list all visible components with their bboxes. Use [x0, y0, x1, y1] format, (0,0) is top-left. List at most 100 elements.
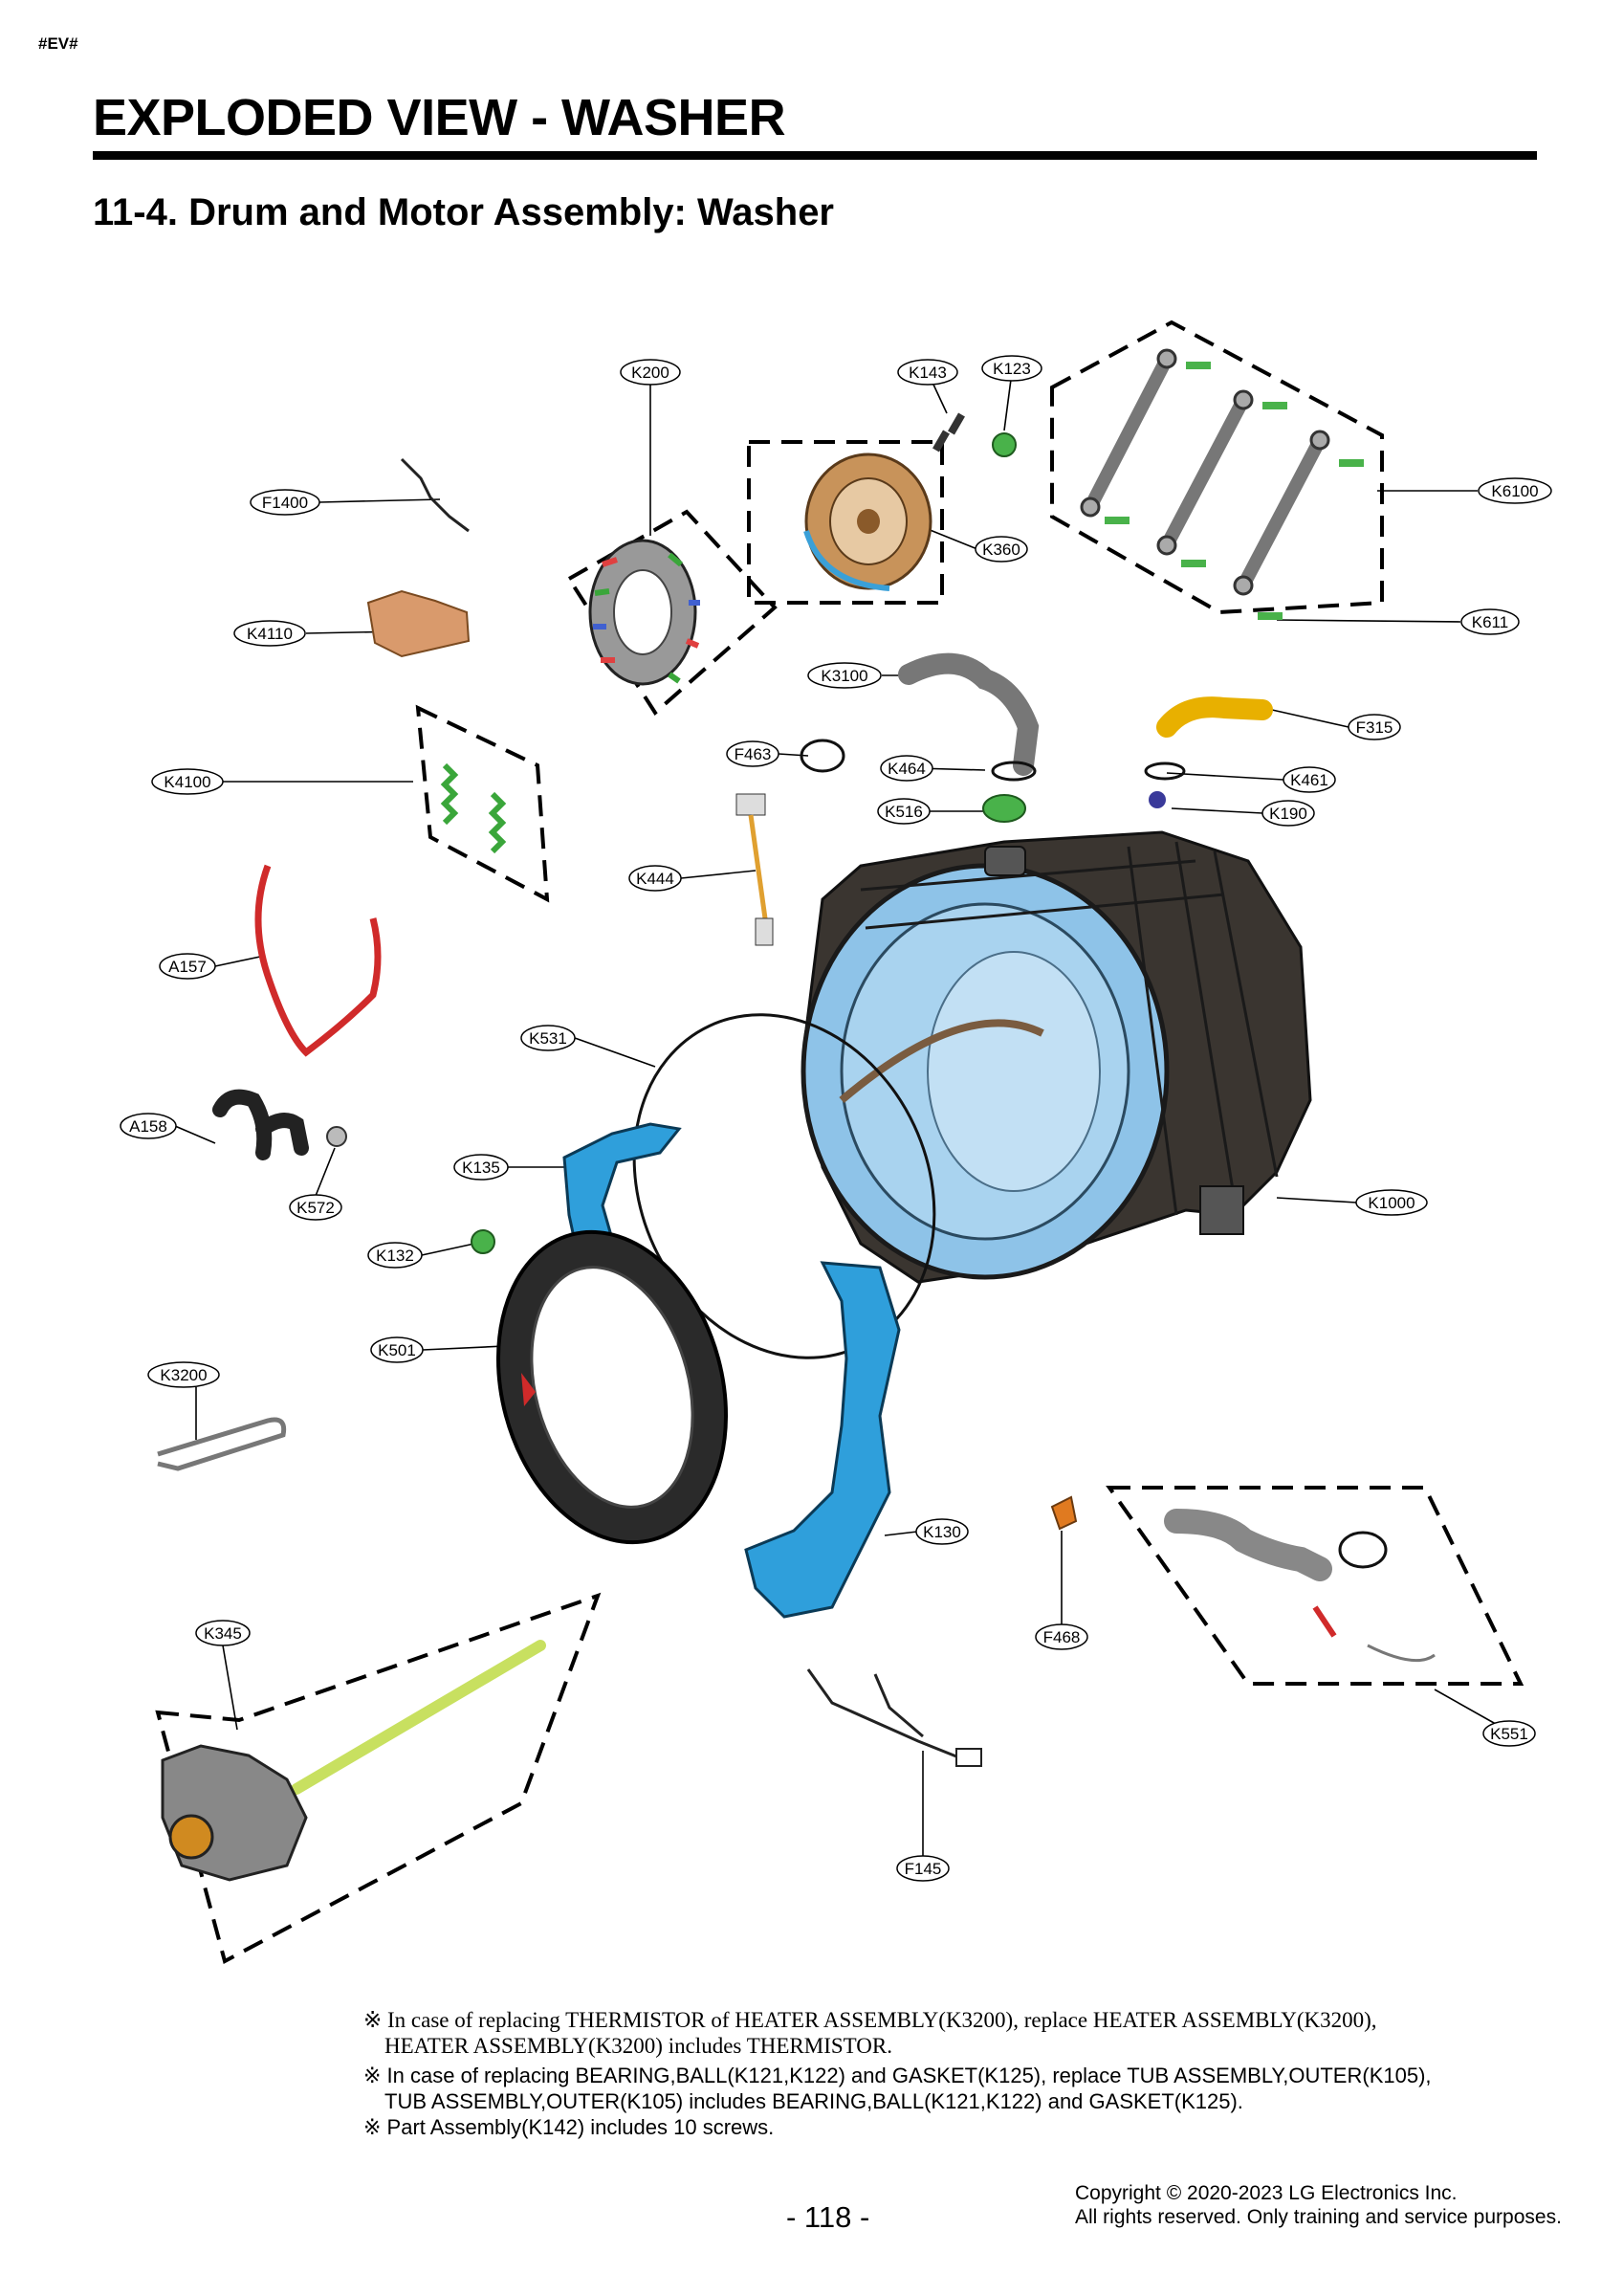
callout-A157: A157 — [159, 953, 216, 980]
callout-F1400-text: F1400 — [262, 494, 308, 512]
copyright-line2: All rights reserved. Only training and s… — [1075, 2206, 1562, 2228]
callout-K501-text: K501 — [378, 1341, 416, 1359]
callout-F315: F315 — [1348, 714, 1401, 740]
callout-K464-text: K464 — [888, 760, 926, 778]
callout-F463: F463 — [726, 740, 779, 767]
title-rule — [93, 151, 1537, 160]
valve-f468 — [1050, 1495, 1078, 1531]
wire-f145 — [806, 1668, 967, 1762]
callout-labels: K200 K143 K123 K6100 F1400 K360 K4110 K — [120, 355, 1552, 1882]
harness-wire — [400, 457, 470, 533]
callout-K516: K516 — [877, 798, 931, 825]
red-harness — [254, 864, 382, 1057]
callout-K3100-text: K3100 — [821, 667, 867, 685]
callout-K4110: K4110 — [233, 620, 306, 647]
rotor — [803, 453, 932, 591]
callout-K130: K130 — [915, 1518, 969, 1545]
callout-K461: K461 — [1283, 766, 1336, 793]
drain-pump-group-outline — [155, 1592, 602, 1964]
springs — [440, 762, 507, 854]
clamp-f463 — [800, 739, 845, 773]
note-bearing: ※ In case of replacing BEARING,BALL(K121… — [363, 2063, 1588, 2114]
callout-K360-text: K360 — [982, 541, 1020, 559]
callout-K516-text: K516 — [885, 803, 923, 821]
callout-K135: K135 — [453, 1154, 509, 1181]
water-level-sensor — [735, 793, 774, 946]
note-bearing-line2: TUB ASSEMBLY,OUTER(K105) includes BEARIN… — [384, 2089, 1243, 2113]
shock-absorber-group-outline — [1050, 320, 1384, 615]
callout-K461-text: K461 — [1290, 771, 1328, 789]
callout-F145-text: F145 — [905, 1860, 942, 1878]
callout-F145: F145 — [896, 1855, 950, 1882]
callout-K4110-text: K4110 — [247, 625, 293, 643]
callout-F315-text: F315 — [1356, 718, 1393, 737]
callout-K531: K531 — [520, 1025, 576, 1051]
copyright-line1: Copyright © 2020-2023 LG Electronics Inc… — [1075, 2182, 1458, 2204]
callout-K345-text: K345 — [204, 1624, 242, 1643]
callout-K132: K132 — [367, 1242, 423, 1269]
note-bearing-line1: ※ In case of replacing BEARING,BALL(K121… — [363, 2064, 1432, 2087]
air-trap-cap — [982, 794, 1026, 823]
callout-K444-text: K444 — [636, 870, 674, 888]
shock-absorber-pins — [1105, 362, 1364, 620]
callout-K611: K611 — [1460, 608, 1520, 635]
callout-K360: K360 — [975, 536, 1028, 563]
callout-K190-text: K190 — [1269, 805, 1307, 823]
notes: ※ In case of replacing THERMISTOR of HEA… — [363, 2007, 1588, 2140]
vent-hose — [1156, 696, 1273, 738]
callout-F468-text: F468 — [1043, 1628, 1081, 1646]
callout-K190: K190 — [1261, 800, 1315, 827]
callout-K200: K200 — [620, 359, 681, 386]
callout-K551-text: K551 — [1490, 1725, 1528, 1743]
callout-K3100: K3100 — [807, 662, 882, 689]
wire-connector — [955, 1748, 982, 1767]
gasket-bolt — [471, 1229, 495, 1254]
door-gasket — [495, 1229, 729, 1545]
callout-K464: K464 — [880, 755, 933, 782]
callout-A158: A158 — [120, 1113, 177, 1139]
stator — [588, 539, 700, 686]
callout-F463-text: F463 — [735, 745, 772, 763]
note-thermistor-line2: HEATER ASSEMBLY(K3200) includes THERMIST… — [384, 2034, 892, 2058]
callout-K551: K551 — [1482, 1720, 1536, 1747]
stator-group-outline — [566, 509, 778, 717]
callout-K572-text: K572 — [296, 1199, 335, 1217]
callout-F468: F468 — [1035, 1623, 1088, 1650]
section-subtitle: 11-4. Drum and Motor Assembly: Washer — [93, 191, 834, 233]
spring-group-outline — [415, 704, 550, 903]
callout-K123-text: K123 — [993, 360, 1031, 378]
hose-clamp — [991, 761, 1037, 782]
drain-hose-group-outline — [1106, 1486, 1524, 1686]
callout-K6100-text: K6100 — [1491, 482, 1538, 500]
exploded-view-diagram: K200 K143 K123 K6100 F1400 K360 K4110 K — [120, 320, 1552, 1964]
callout-K501: K501 — [370, 1336, 424, 1363]
rotor-center-bolt — [992, 432, 1017, 457]
callout-K531-text: K531 — [529, 1029, 567, 1048]
page-number: - 118 - — [786, 2200, 870, 2234]
callout-K123: K123 — [981, 355, 1042, 382]
rotor-bolts — [932, 412, 965, 453]
drain-pump — [161, 1640, 546, 1882]
callout-F1400: F1400 — [250, 489, 320, 516]
note-thermistor-line1: ※ In case of replacing THERMISTOR of HEA… — [363, 2008, 1377, 2032]
heater-assembly — [157, 1417, 287, 1471]
rotor-group-outline — [747, 440, 944, 605]
outlet-hose — [1164, 1509, 1436, 1663]
callout-K4100: K4100 — [151, 768, 224, 795]
callout-K143-text: K143 — [909, 364, 947, 382]
air-hose — [212, 1089, 309, 1160]
note-screws: ※ Part Assembly(K142) includes 10 screws… — [363, 2115, 775, 2139]
callout-K130-text: K130 — [923, 1523, 961, 1541]
callout-A157-text: A157 — [168, 958, 207, 976]
callout-K135-text: K135 — [462, 1159, 500, 1177]
document-tag: #EV# — [38, 34, 78, 53]
small-fitting — [326, 1126, 347, 1147]
callout-K1000: K1000 — [1355, 1189, 1428, 1216]
callout-K444: K444 — [628, 865, 682, 892]
callout-K345: K345 — [195, 1620, 251, 1646]
note-thermistor: ※ In case of replacing THERMISTOR of HEA… — [363, 2007, 1588, 2059]
callout-K200-text: K200 — [631, 364, 669, 382]
callout-K4100-text: K4100 — [164, 773, 210, 791]
callout-A158-text: A158 — [129, 1117, 167, 1136]
tub-drain-hose — [898, 652, 1040, 776]
